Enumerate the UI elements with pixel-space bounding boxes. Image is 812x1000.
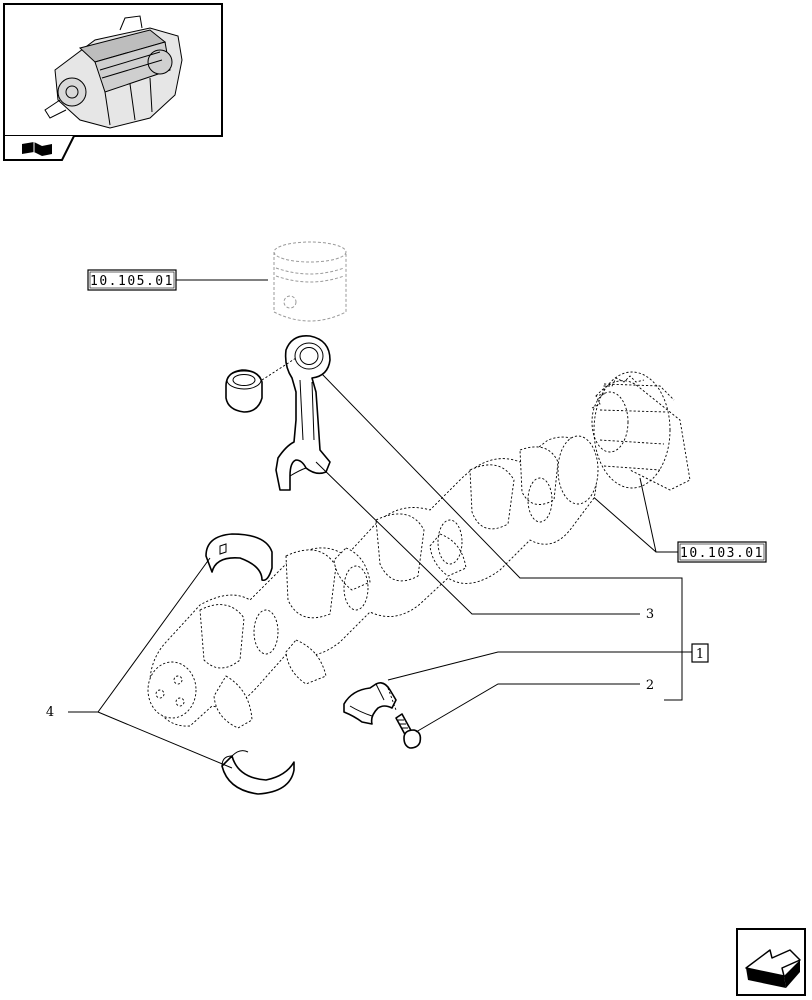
leader-item-3 bbox=[315, 461, 640, 615]
leader-item-1-cap bbox=[387, 651, 692, 681]
callout-item-4[interactable]: 4 bbox=[46, 705, 54, 720]
previous-page-button[interactable] bbox=[736, 928, 806, 996]
leader-item-2 bbox=[415, 683, 640, 733]
crank-gear-phantom bbox=[591, 371, 691, 491]
previous-page-arrow-icon bbox=[745, 949, 801, 988]
section-tab[interactable] bbox=[3, 135, 75, 161]
rod-cap bbox=[343, 682, 397, 725]
bearing-shell-lower bbox=[221, 750, 295, 795]
callout-item-1: 1 bbox=[696, 647, 704, 662]
leader-item-1-bracket bbox=[321, 373, 683, 701]
assembly-line bbox=[261, 357, 297, 381]
crankshaft-phantom bbox=[147, 435, 599, 729]
bearing-shell-upper bbox=[205, 533, 273, 582]
rod-bolt bbox=[395, 713, 422, 749]
leader-item-4 bbox=[68, 557, 233, 769]
small-end-bushing bbox=[225, 369, 263, 413]
callout-item-1-box[interactable]: 1 bbox=[691, 643, 709, 663]
ref-label-gear: 10.103.01 bbox=[680, 546, 764, 561]
ref-label-piston: 10.105.01 bbox=[90, 274, 174, 289]
connecting-rod bbox=[275, 334, 331, 491]
leader-gear bbox=[589, 477, 678, 553]
engine-thumbnail[interactable] bbox=[3, 3, 223, 137]
callout-item-2[interactable]: 2 bbox=[646, 678, 654, 693]
ref-box-gear[interactable]: 10.103.01 bbox=[677, 541, 767, 563]
piston-phantom bbox=[273, 241, 347, 322]
callout-item-3[interactable]: 3 bbox=[646, 607, 654, 622]
engine-thumbnail-icon bbox=[44, 15, 183, 129]
ref-box-piston[interactable]: 10.105.01 bbox=[87, 269, 177, 291]
book-hand-icon bbox=[22, 142, 52, 156]
